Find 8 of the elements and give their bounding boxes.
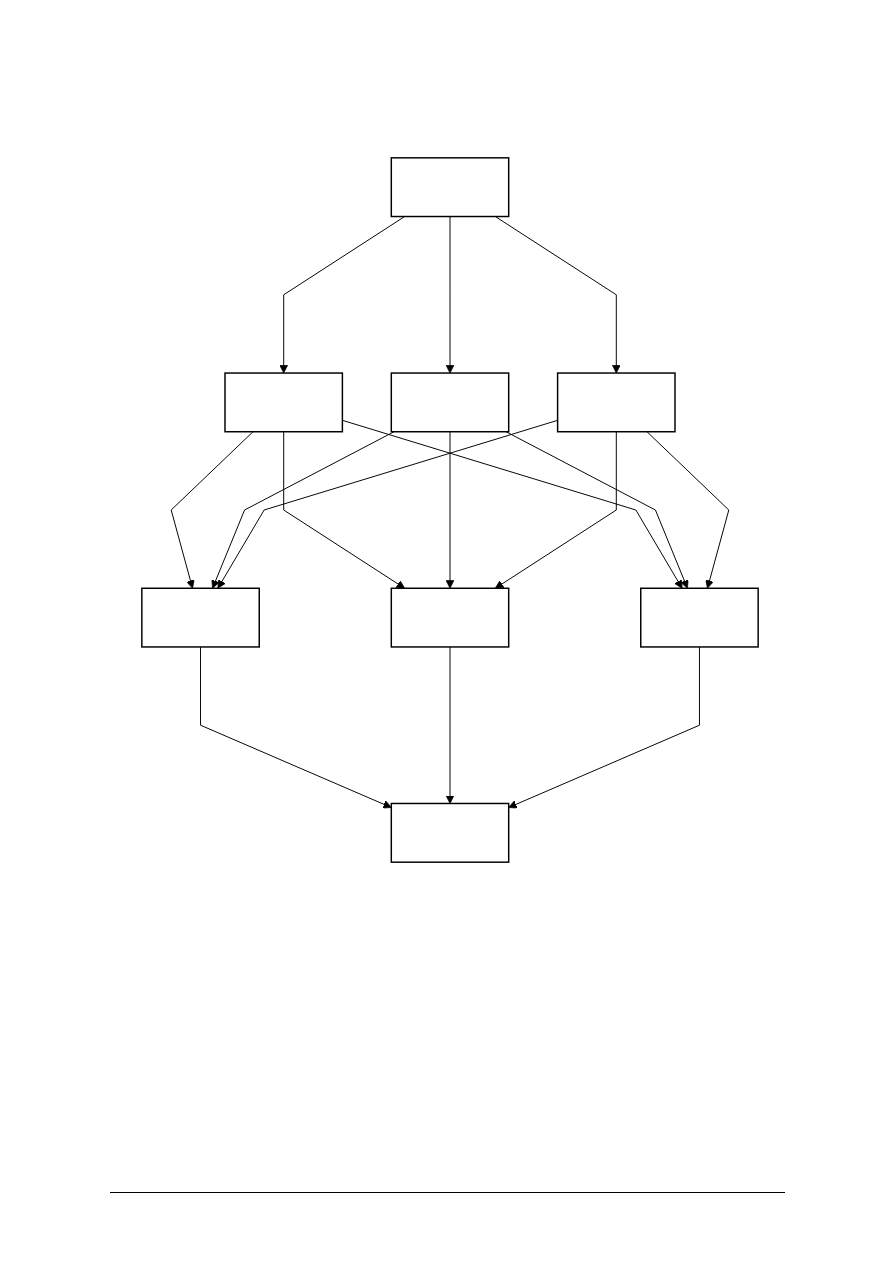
process-box xyxy=(141,587,260,648)
process-box xyxy=(390,157,510,218)
process-box xyxy=(390,372,510,433)
process-box xyxy=(390,802,510,863)
process-box xyxy=(556,372,676,433)
process-box xyxy=(390,587,510,648)
process-box xyxy=(640,587,759,648)
process-box xyxy=(224,372,344,433)
